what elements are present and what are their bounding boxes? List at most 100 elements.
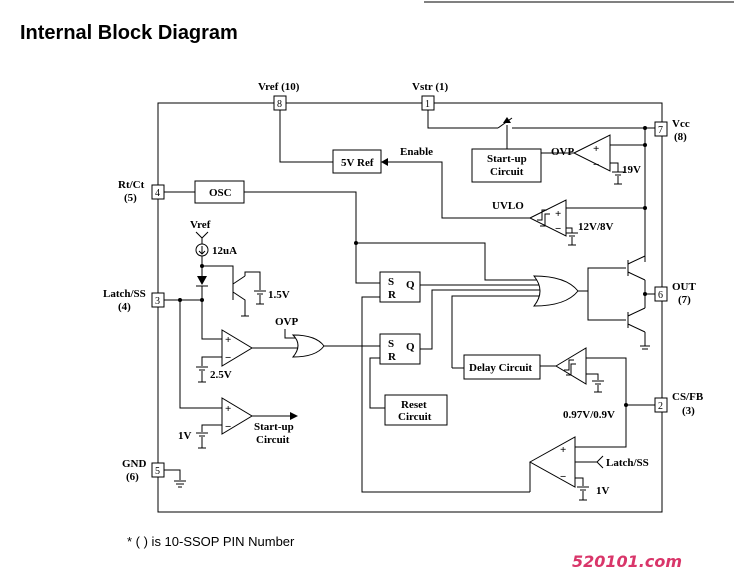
sr1-r-feedback-wire xyxy=(361,296,530,493)
ovp-comp-plus: + xyxy=(593,143,599,155)
cs-ref-wire xyxy=(586,373,599,380)
uvlo-hysteresis-1 xyxy=(537,209,547,221)
uvlo-threshold: 12V/8V xyxy=(578,221,614,233)
gnd-symbol xyxy=(174,480,186,488)
uvlo-ref-gnd xyxy=(568,237,576,246)
latch-comp-minus-wire xyxy=(201,356,222,366)
uvlo-comparator xyxy=(528,199,567,237)
reset-line1: Reset xyxy=(401,399,427,411)
pin-csfb-alt: (3) xyxy=(682,405,695,417)
fb-comparator xyxy=(528,436,576,488)
vref-node-label: Vref xyxy=(190,219,211,231)
fb-ref-voltage: 1V xyxy=(596,485,610,497)
pin-gnd-label: GND xyxy=(122,458,147,470)
pin-vref-number: 8 xyxy=(277,99,282,110)
startup-top-line2: Circuit xyxy=(490,166,524,178)
pin-vref-label: Vref (10) xyxy=(258,81,300,93)
sr-latch-top-box xyxy=(379,271,421,303)
reset-line2: Circuit xyxy=(398,411,432,423)
pin-gnd-number: 5 xyxy=(155,466,160,477)
sr2-r-reset-wire xyxy=(369,357,385,409)
fb-comp-plus: + xyxy=(560,444,566,456)
pin-latch-number: 3 xyxy=(155,296,160,307)
clamp-voltage: 1.5V xyxy=(268,289,290,301)
driver-lower-transistor xyxy=(627,307,646,333)
uvlo-minus: − xyxy=(555,223,561,235)
latch-comp-minus: − xyxy=(225,352,231,364)
pin-csfb-number: 2 xyxy=(658,401,663,412)
ovp-gate-label: OVP xyxy=(275,316,299,328)
ovp-comp-minus: − xyxy=(593,159,599,171)
clamp-base-wire xyxy=(202,265,234,276)
ovp-comparator xyxy=(572,134,611,172)
pin-vref: Vref (10) 8 xyxy=(258,81,300,111)
pin-csfb-label: CS/FB xyxy=(672,391,704,403)
startup-comp-plus: + xyxy=(225,403,231,415)
enable-label: Enable xyxy=(400,146,433,158)
clamp-transistor xyxy=(232,275,246,316)
sr2-q-to-or-wire xyxy=(420,289,540,350)
startup-ref-gnd xyxy=(198,437,206,449)
pin-vcc-alt: (8) xyxy=(674,131,687,143)
pin-out: 6 OUT (7) xyxy=(654,281,697,306)
cs-threshold: 0.97V/0.9V xyxy=(563,409,615,421)
clamp-gnd xyxy=(256,295,264,305)
sr-top-s: S xyxy=(388,276,394,288)
delay-block xyxy=(463,354,541,380)
pin-out-label: OUT xyxy=(672,281,697,293)
pin-gnd: GND (6) 5 xyxy=(122,458,186,488)
pin-vcc: 7 Vcc (8) xyxy=(654,118,690,143)
osc-to-sr-wire xyxy=(244,191,380,284)
ovp-gate-input-wire xyxy=(284,329,298,339)
enable-wire xyxy=(381,161,530,219)
driver-gate-wires xyxy=(587,267,626,321)
clamp-battery xyxy=(254,290,266,295)
pin-vcc-box xyxy=(654,121,668,137)
latch-ref-voltage: 2.5V xyxy=(210,369,232,381)
sr-bottom-s: S xyxy=(388,338,394,350)
delay-label: Delay Circuit xyxy=(469,362,532,374)
pin-out-number: 6 xyxy=(658,290,663,301)
vstr-wire xyxy=(427,110,498,129)
pin-gnd-alt: (6) xyxy=(126,471,139,483)
startup-bottom-line2: Circuit xyxy=(256,434,290,446)
startup-ref-battery xyxy=(196,432,208,437)
cs-hysteresis-1 xyxy=(564,359,574,371)
cs-ref-battery xyxy=(592,380,604,385)
uvlo-minus-wire xyxy=(566,227,573,233)
pin-vstr-number: 1 xyxy=(425,99,430,110)
pin-csfb: 2 CS/FB (3) xyxy=(654,391,704,417)
enable-arrow xyxy=(381,158,388,166)
latch-comparator xyxy=(221,329,253,367)
fb-ref-gnd xyxy=(579,491,587,501)
startup-comp-minus: − xyxy=(225,421,231,433)
ovp-comp-label: OVP xyxy=(551,146,575,158)
pin-latch: Latch/SS (4) 3 xyxy=(103,288,165,313)
output-or-gate xyxy=(532,275,579,307)
ovp-or-gate xyxy=(291,334,325,358)
startup-bottom-line1: Start-up xyxy=(254,421,294,433)
fb-plus-wire xyxy=(575,405,627,448)
sr-latch-bottom: S R Q xyxy=(379,333,421,365)
startup-comp-minus-wire xyxy=(201,424,222,432)
delay-to-or-wire xyxy=(451,295,540,368)
startup-top-block xyxy=(471,148,542,183)
pin-vstr: Vstr (1) 1 xyxy=(412,81,448,111)
gnd-wire xyxy=(164,469,181,480)
pin-vstr-label: Vstr (1) xyxy=(412,81,448,93)
fb-latch-label: Latch/SS xyxy=(606,457,649,469)
latch-comp-plus: + xyxy=(225,334,231,346)
cs-hysteresis-2 xyxy=(566,363,576,376)
clamp-collector-wire xyxy=(244,271,261,290)
diagram-title: Internal Block Diagram xyxy=(20,22,238,44)
vcc-ovp-node xyxy=(643,143,647,147)
fb-comp-minus: − xyxy=(560,471,566,483)
latch-comp-plus-wire xyxy=(201,300,222,340)
sr-top-q: Q xyxy=(406,279,415,291)
startup-comp-plus-wire xyxy=(179,300,222,409)
osc-label: OSC xyxy=(209,187,232,199)
sr-bottom-q: Q xyxy=(406,341,415,353)
switch-control-arrow xyxy=(503,117,511,123)
uvlo-ref-battery xyxy=(566,232,578,237)
